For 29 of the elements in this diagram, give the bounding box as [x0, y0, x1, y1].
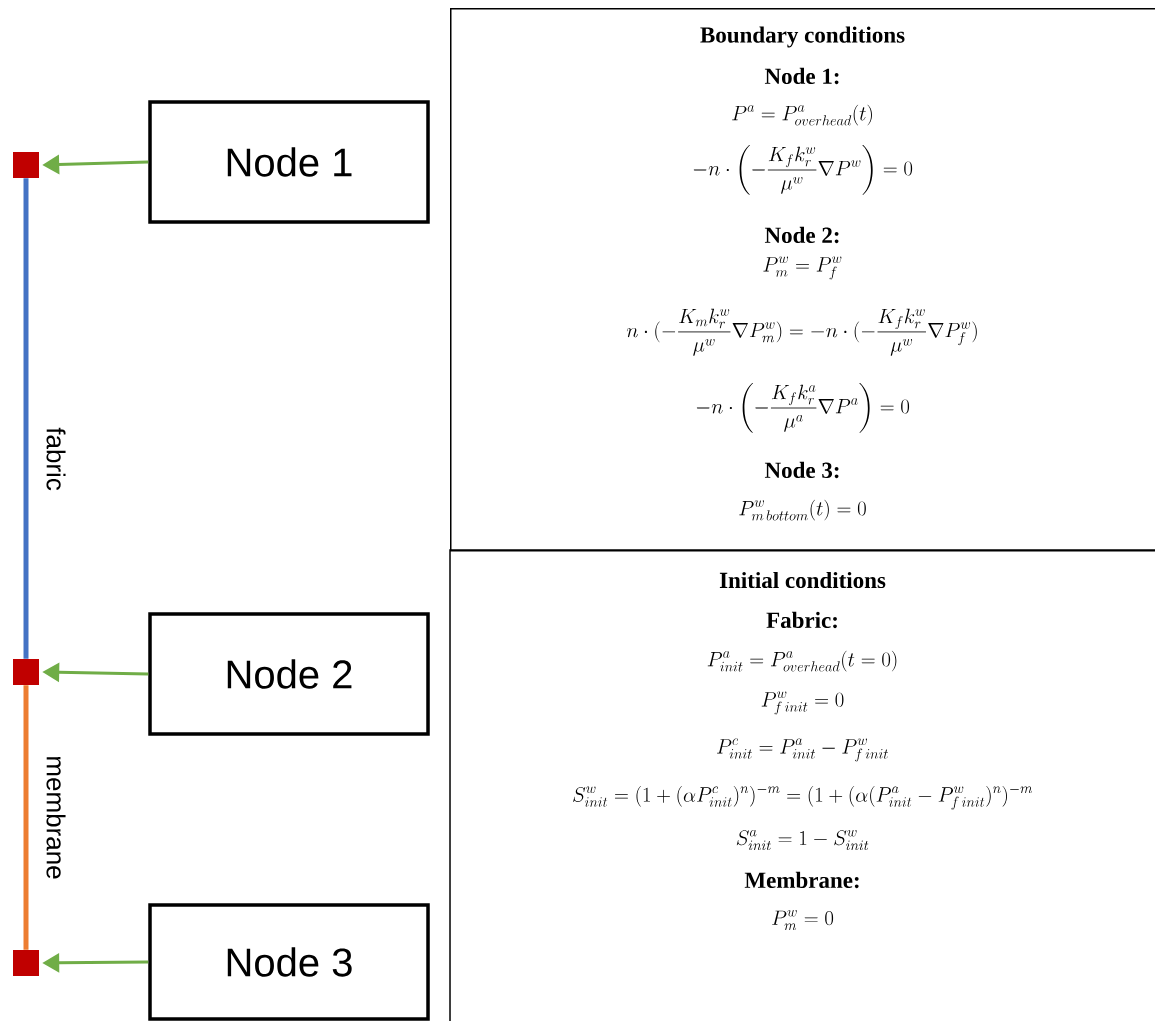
node-box: Node 1	[148, 100, 430, 224]
node-marker	[13, 152, 39, 178]
equation: $P^{c}_{init} = P^{a}_{init} - P^{w}_{f\,init}$	[717, 738, 888, 762]
equation: $P^{w}_{m} = 0$	[772, 909, 834, 931]
equation: $-n\cdot\left(-\frac{K_{f}k^{w}_{r}}{\mu^{w}}\nabla P^{w}\right) = 0$	[693, 145, 913, 195]
node-marker	[13, 950, 39, 976]
section-heading: Boundary conditions	[700, 26, 905, 48]
equation: $P^{a}_{init} = P^{a}_{overhead}(t=0)$	[707, 650, 897, 672]
connector-line	[23, 178, 29, 659]
equation: $P^{a} = P^{a}_{overhead}(t)$	[732, 104, 872, 126]
edge-label: membrane	[45, 754, 67, 881]
equation: $n\cdot(-\frac{K_{m}k^{w}_{r}}{\mu^{w}}\nabla P^{w}_{m}) = -n\cdot(-\frac{K_{f}k^{w}_{r}}{\mu^{w}}\nabla P^{w}_{f})$	[626, 308, 977, 356]
node-box: Node 3	[148, 903, 430, 1021]
section-heading: Fabric:	[766, 611, 837, 629]
section-heading: Membrane:	[744, 871, 859, 889]
equation: $P^{w}_{m} = P^{w}_{f}$	[763, 256, 842, 280]
node-marker	[13, 659, 39, 685]
node-box: Node 2	[148, 612, 430, 736]
section-heading: Node 3:	[764, 461, 839, 479]
section-heading: Initial conditions	[719, 571, 886, 589]
section-heading: Node 1:	[764, 67, 839, 85]
equation: $S^{a}_{init} = 1 - S^{w}_{init}$	[736, 829, 869, 851]
edge-label: fabric	[45, 426, 67, 492]
connector-line	[23, 685, 29, 950]
equation: $P^{w}_{m\,bottom}(t) = 0$	[739, 499, 866, 521]
equation: $S^{w}_{init} = (1+(\alpha P^{c}_{init})^{n})^{-m} = (1+(\alpha(P^{a}_{init} - P^{w}_{f\,init})^{n})^{-m}$	[573, 786, 1032, 810]
section-heading: Node 2:	[764, 226, 839, 244]
equation: $-n\cdot\left(-\frac{K_{f}k^{a}_{r}}{\mu^{a}}\nabla P^{a}\right) = 0$	[696, 383, 910, 433]
equation: $P^{w}_{f\,init} = 0$	[761, 691, 844, 715]
